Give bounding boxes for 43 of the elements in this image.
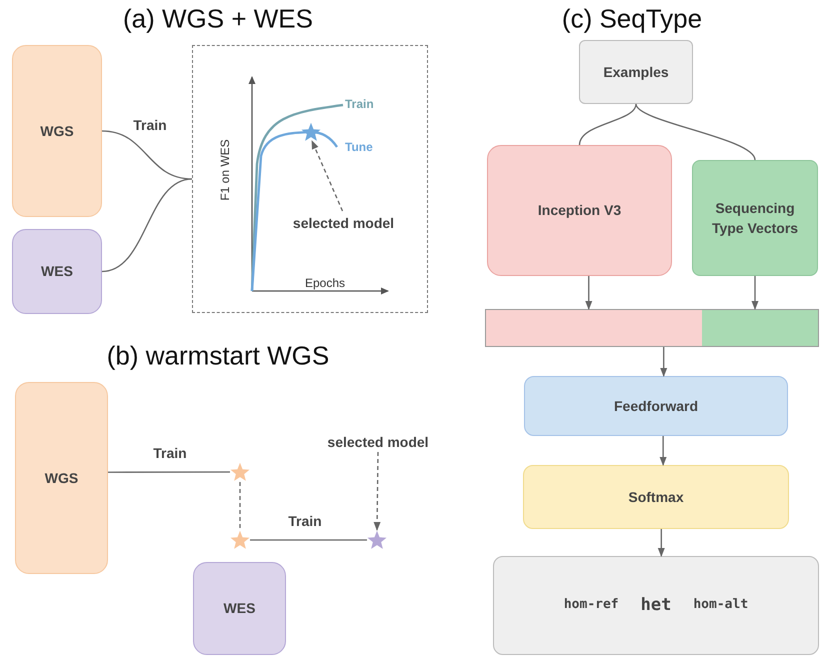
class-label: hom-ref: [564, 596, 619, 614]
connector-line: [250, 539, 367, 541]
process-box: Sequencing Type Vectors: [692, 160, 818, 276]
panel-heading: (c) SeqType: [562, 4, 702, 34]
connector-line: [578, 104, 637, 146]
process-box: Softmax: [523, 465, 789, 529]
connector-line: [102, 178, 192, 272]
process-box: WGS: [12, 45, 102, 217]
series-label: Train: [345, 97, 374, 111]
panel-heading: (a) WGS + WES: [123, 4, 313, 34]
connector-line: [108, 471, 230, 473]
annotation-text: selected model: [276, 212, 411, 234]
process-box: WES: [12, 229, 102, 314]
star-icon: [367, 530, 387, 550]
output-box: [493, 556, 819, 655]
star-icon: [230, 462, 250, 482]
star-icon: [301, 122, 321, 142]
edge-label: Train: [131, 117, 169, 133]
class-label: hom-alt: [693, 596, 748, 614]
series-label: Tune: [345, 140, 373, 154]
dashed-arrow: [311, 140, 344, 212]
annotation-text: selected model: [320, 432, 436, 452]
process-box: WES: [193, 562, 286, 655]
edge-label: Train: [151, 445, 189, 461]
connector-line: [635, 104, 756, 160]
concatenation-bar: [485, 309, 819, 347]
panel-heading: (b) warmstart WGS: [106, 340, 330, 372]
process-box: Inception V3: [487, 145, 672, 276]
class-label: het: [640, 594, 672, 618]
process-box: Feedforward: [524, 376, 788, 436]
arrow: [660, 347, 668, 377]
chart-panel: [192, 45, 428, 313]
arrow: [658, 529, 665, 557]
arrow: [660, 436, 667, 466]
process-box: Examples: [579, 40, 693, 104]
axis-label: Epochs: [304, 276, 346, 290]
arrow: [752, 276, 758, 310]
process-box: WGS: [15, 382, 108, 574]
star-icon: [230, 530, 250, 550]
axis-label: F1 on WES: [218, 139, 232, 201]
dashed-arrow: [374, 452, 381, 531]
arrow: [585, 276, 592, 310]
edge-label: Train: [286, 513, 324, 529]
